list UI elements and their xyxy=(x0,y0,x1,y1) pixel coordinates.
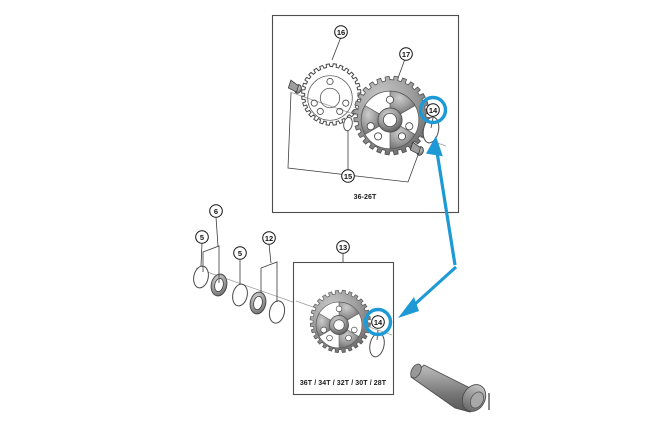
spacer-12a xyxy=(247,290,269,316)
arrow-to-bottom-14 xyxy=(412,265,458,307)
callout-13-label: 13 xyxy=(339,243,347,252)
highlight-ring-bottom xyxy=(363,307,393,337)
callout-14-top-label: 14 xyxy=(429,106,438,115)
callout-17-circle xyxy=(399,47,413,61)
callout-16-label: 16 xyxy=(337,28,345,37)
callout-6-label: 6 xyxy=(214,207,218,216)
callout-15-label: 15 xyxy=(344,172,352,181)
callout-12-leader xyxy=(268,243,272,264)
callout-6-leader xyxy=(215,216,219,247)
arrow-head-top xyxy=(426,135,443,157)
callout-16-circle xyxy=(334,25,348,39)
callout-12-label: 12 xyxy=(265,234,273,243)
callout-14-bottom-circle xyxy=(371,315,385,329)
washer-5b xyxy=(232,283,248,307)
arrow-to-top-14 xyxy=(435,151,457,266)
washer-12b xyxy=(268,300,286,324)
callout-17-label: 17 xyxy=(402,50,410,59)
crank-spindle xyxy=(410,363,490,413)
callout-5a-leader xyxy=(200,242,203,267)
callout-15-circle xyxy=(341,169,355,183)
annotation-arrows xyxy=(398,135,458,318)
callout-5b-label: 5 xyxy=(238,249,242,258)
arrow-head-bottom xyxy=(398,297,419,318)
highlight-ring-top xyxy=(418,95,448,125)
top-panel-label: 36-26T xyxy=(354,194,377,201)
spacer-15-ring xyxy=(343,116,353,132)
callout-16-leader xyxy=(331,36,342,61)
washer-5a xyxy=(193,265,209,289)
chainring-13 xyxy=(309,289,371,354)
bottom-panel-label: 36T / 34T / 32T / 30T / 28T xyxy=(300,380,387,387)
callout-12-bracket xyxy=(260,261,278,302)
callout-17-leader xyxy=(397,58,406,79)
top-panel: 16 17 15 14 36-26T xyxy=(271,14,460,214)
bottom-panel: 13 14 36T / 34T / 32T / 30T / 28T xyxy=(292,240,395,396)
callout-14-bottom-label: 14 xyxy=(374,318,383,327)
callout-14-top-circle xyxy=(426,103,440,117)
callout-6-bracket xyxy=(202,245,220,283)
large-chainring-17 xyxy=(353,75,431,156)
callout-5a-label: 5 xyxy=(200,233,204,242)
